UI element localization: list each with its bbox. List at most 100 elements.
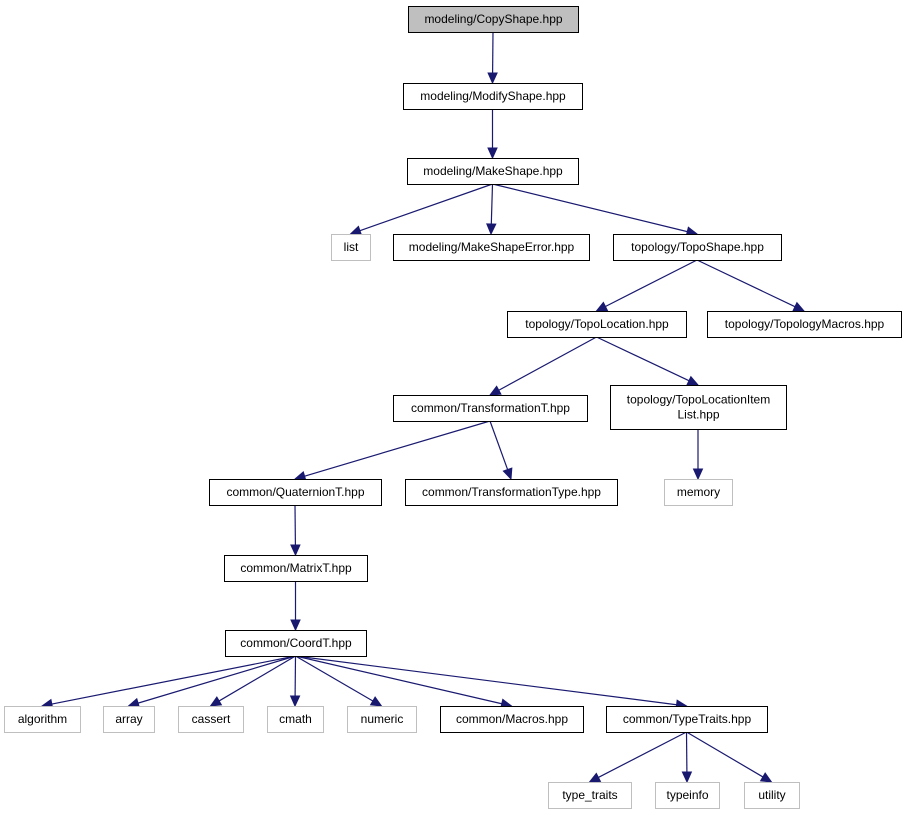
node-label: common/MatrixT.hpp — [240, 561, 352, 575]
node-box — [707, 311, 902, 338]
node-quaterniont[interactable]: common/QuaternionT.hpp — [209, 479, 382, 506]
edge-coordt-to-array — [137, 655, 296, 704]
arrowhead-icon — [209, 696, 223, 707]
edge-transformationt-to-quaterniont — [304, 420, 491, 477]
edges-layer — [40, 31, 806, 784]
edge-makeshape-to-makeshapeerror — [490, 183, 494, 225]
node-utility: utility — [744, 782, 800, 809]
nodes-layer: modeling/CopyShape.hpp modeling/ModifySha… — [4, 6, 902, 809]
node-array: array — [103, 706, 155, 733]
node-transformationtype[interactable]: common/TransformationType.hpp — [405, 479, 618, 506]
node-box — [408, 6, 579, 33]
node-makeshapeerror[interactable]: modeling/MakeShapeError.hpp — [393, 234, 590, 261]
node-box — [548, 782, 632, 809]
arrowhead-icon — [488, 385, 502, 396]
node-label: topology/TopoLocation.hpp — [525, 317, 669, 331]
edge-topolocation-to-transformationt — [498, 336, 597, 391]
node-box — [347, 706, 417, 733]
arrowhead-icon — [692, 468, 704, 481]
node-typetraitshpp[interactable]: common/TypeTraits.hpp — [606, 706, 768, 733]
node-algorithm: algorithm — [4, 706, 81, 733]
node-box — [407, 158, 579, 185]
node-topologymacros[interactable]: topology/TopologyMacros.hpp — [707, 311, 902, 338]
node-transformationt[interactable]: common/TransformationT.hpp — [393, 395, 588, 422]
arrowhead-icon — [487, 147, 498, 160]
node-box — [664, 479, 733, 506]
arrowhead-icon — [595, 301, 609, 312]
arrowhead-icon — [349, 225, 363, 236]
node-label: common/CoordT.hpp — [240, 636, 352, 650]
node-toposhape[interactable]: topology/TopoShape.hpp — [613, 234, 782, 261]
node-cmath: cmath — [267, 706, 324, 733]
node-label: common/TransformationT.hpp — [411, 401, 570, 415]
node-label: modeling/MakeShape.hpp — [423, 164, 563, 178]
node-topolocation[interactable]: topology/TopoLocation.hpp — [507, 311, 687, 338]
node-label: cassert — [192, 712, 231, 726]
arrowhead-icon — [369, 696, 383, 707]
arrowhead-icon — [290, 619, 301, 632]
node-box — [103, 706, 155, 733]
arrowhead-icon — [487, 72, 498, 85]
arrowhead-icon — [486, 223, 497, 236]
node-label: common/TypeTraits.hpp — [623, 712, 752, 726]
edge-typetraitshpp-to-type-traits — [598, 731, 687, 778]
node-copyshape[interactable]: modeling/CopyShape.hpp — [408, 6, 579, 33]
node-label: utility — [758, 788, 785, 802]
node-label: cmath — [279, 712, 312, 726]
node-label: common/QuaternionT.hpp — [226, 485, 364, 499]
node-label: topology/TopoLocationItem — [627, 393, 770, 407]
node-box — [393, 395, 588, 422]
node-type-traits: type_traits — [548, 782, 632, 809]
node-label: modeling/MakeShapeError.hpp — [409, 240, 575, 254]
node-box — [606, 706, 768, 733]
node-memory: memory — [664, 479, 733, 506]
edge-coordt-to-typetraitshpp — [295, 655, 677, 706]
node-label: numeric — [361, 712, 404, 726]
edge-toposhape-to-topolocation — [605, 259, 698, 308]
node-box — [4, 706, 81, 733]
node-label: algorithm — [18, 712, 67, 726]
edge-typetraitshpp-to-utility — [686, 731, 764, 778]
node-box — [178, 706, 244, 733]
arrowhead-icon — [502, 467, 513, 481]
node-coordt[interactable]: common/CoordT.hpp — [225, 630, 367, 657]
node-box — [331, 234, 371, 261]
node-list: list — [331, 234, 371, 261]
edge-makeshape-to-list — [359, 183, 493, 232]
node-box — [403, 83, 583, 110]
node-box — [225, 630, 367, 657]
node-makeshape[interactable]: modeling/MakeShape.hpp — [407, 158, 579, 185]
edge-toposhape-to-topologymacros — [696, 259, 796, 308]
node-box — [209, 479, 382, 506]
node-matrixt[interactable]: common/MatrixT.hpp — [224, 555, 368, 582]
node-box — [610, 385, 787, 430]
arrowhead-icon — [289, 695, 301, 708]
node-label: topology/TopologyMacros.hpp — [725, 317, 885, 331]
node-label: common/Macros.hpp — [456, 712, 568, 726]
node-box — [267, 706, 324, 733]
node-label: type_traits — [562, 788, 617, 802]
edge-topolocation-to-topolocationitemlist — [596, 336, 690, 382]
edge-coordt-to-numeric — [295, 655, 374, 702]
node-box — [613, 234, 782, 261]
node-modifyshape[interactable]: modeling/ModifyShape.hpp — [403, 83, 583, 110]
node-box — [224, 555, 368, 582]
node-box — [655, 782, 720, 809]
node-box — [393, 234, 590, 261]
node-box — [507, 311, 687, 338]
node-typeinfo: typeinfo — [655, 782, 720, 809]
node-label: List.hpp — [677, 408, 719, 422]
arrowhead-icon — [681, 771, 693, 784]
node-label: memory — [677, 485, 720, 499]
node-box — [405, 479, 618, 506]
edge-makeshape-to-toposhape — [492, 183, 688, 233]
arrowhead-icon — [588, 772, 602, 783]
node-label: list — [344, 240, 359, 254]
node-box — [440, 706, 584, 733]
node-label: typeinfo — [666, 788, 708, 802]
node-box — [744, 782, 800, 809]
node-macros[interactable]: common/Macros.hpp — [440, 706, 584, 733]
edge-coordt-to-algorithm — [51, 655, 296, 705]
